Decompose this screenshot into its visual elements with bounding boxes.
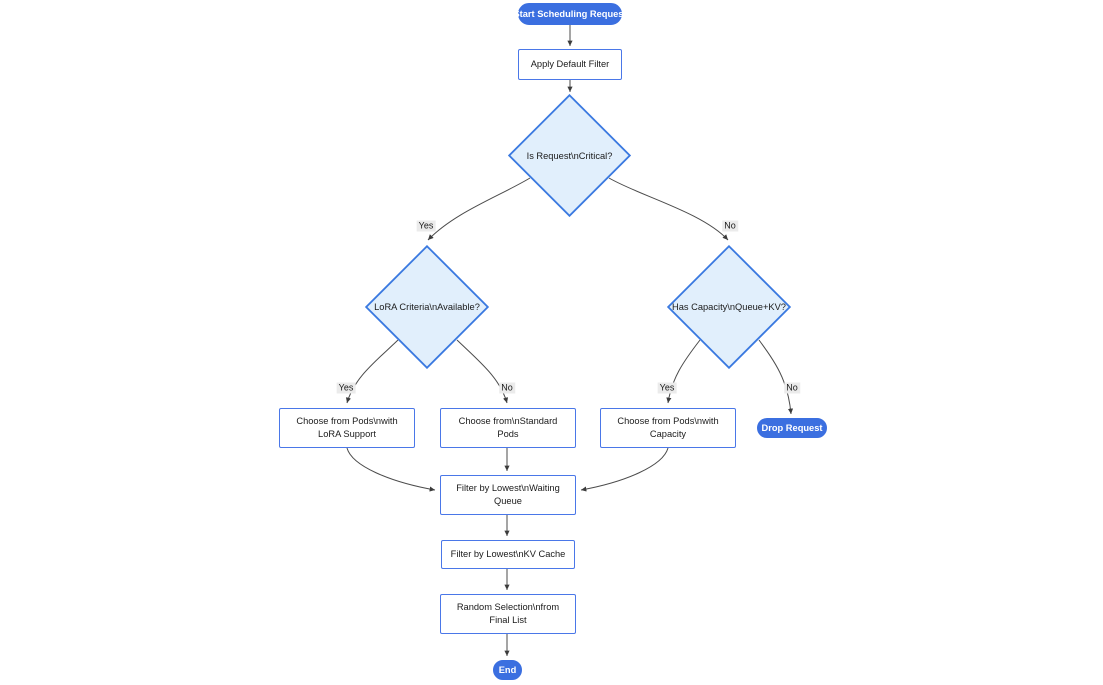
node-filter-lowest-waiting-queue-label: Filter by Lowest\nWaiting Queue bbox=[456, 482, 560, 508]
edge-podslora-filterqueue bbox=[346, 447, 436, 492]
edge-label-critical-no: No bbox=[722, 220, 738, 232]
edge-label-lora-yes: Yes bbox=[336, 382, 356, 394]
node-choose-standard-pods[interactable]: Choose from\nStandard Pods bbox=[440, 408, 576, 448]
node-end[interactable]: End bbox=[493, 660, 522, 680]
edge-label-critical-yes: Yes bbox=[416, 220, 436, 232]
node-has-capacity-queue-kv-label: Has Capacity\nQueue+KV? bbox=[672, 302, 786, 312]
label-line-2: LoRA Support bbox=[318, 429, 376, 439]
label-line-1: Random Selection\nfrom bbox=[456, 602, 560, 612]
node-start-label: Start Scheduling Request bbox=[513, 9, 627, 19]
diamond-shape bbox=[667, 245, 791, 369]
node-filter-lowest-waiting-queue[interactable]: Filter by Lowest\nWaiting Queue bbox=[440, 475, 576, 515]
node-choose-pods-with-lora-support-label: Choose from Pods\nwith LoRA Support bbox=[296, 415, 397, 441]
node-drop-request-label: Drop Request bbox=[761, 423, 823, 433]
node-lora-criteria-available-label: LoRA Criteria\nAvailable? bbox=[374, 302, 480, 312]
label-line-1: Choose from Pods\nwith bbox=[296, 416, 398, 426]
node-filter-lowest-kv-cache[interactable]: Filter by Lowest\nKV Cache bbox=[441, 540, 575, 569]
node-start[interactable]: Start Scheduling Request bbox=[513, 3, 627, 25]
diamond-shape bbox=[365, 245, 489, 369]
node-apply-default-filter-label: Apply Default Filter bbox=[530, 59, 610, 69]
node-drop-request[interactable]: Drop Request bbox=[757, 418, 827, 438]
node-random-selection-final-list-label: Random Selection\nfrom Final List bbox=[457, 601, 559, 627]
node-end-label: End bbox=[498, 665, 517, 675]
node-is-request-critical[interactable]: Is Request\nCritical? bbox=[508, 94, 631, 217]
node-apply-default-filter[interactable]: Apply Default Filter bbox=[518, 49, 622, 80]
node-choose-pods-with-capacity-label: Choose from Pods\nwith Capacity bbox=[617, 415, 718, 441]
node-choose-pods-with-capacity[interactable]: Choose from Pods\nwith Capacity bbox=[600, 408, 736, 448]
edge-label-capacity-yes: Yes bbox=[657, 382, 677, 394]
edge-podscap-filterqueue bbox=[580, 447, 669, 492]
node-choose-standard-pods-label: Choose from\nStandard Pods bbox=[459, 415, 558, 441]
label-line-2: Capacity bbox=[649, 429, 687, 439]
node-choose-pods-with-lora-support[interactable]: Choose from Pods\nwith LoRA Support bbox=[279, 408, 415, 448]
label-line-2: Pods bbox=[497, 429, 519, 439]
label-line-1: Choose from\nStandard bbox=[458, 416, 558, 426]
diamond-shape bbox=[508, 94, 631, 217]
edge-label-capacity-no: No bbox=[784, 382, 800, 394]
node-is-request-critical-label: Is Request\nCritical? bbox=[526, 150, 613, 161]
node-has-capacity-queue-kv[interactable]: Has Capacity\nQueue+KV? bbox=[667, 245, 791, 369]
node-filter-lowest-kv-cache-label: Filter by Lowest\nKV Cache bbox=[450, 549, 566, 559]
edge-label-lora-no: No bbox=[499, 382, 515, 394]
label-line-2: Queue bbox=[494, 496, 522, 506]
label-line-1: Filter by Lowest\nWaiting bbox=[456, 483, 560, 493]
label-line-2: Final List bbox=[489, 615, 527, 625]
label-line-1: Choose from Pods\nwith bbox=[617, 416, 719, 426]
node-random-selection-final-list[interactable]: Random Selection\nfrom Final List bbox=[440, 594, 576, 634]
node-lora-criteria-available[interactable]: LoRA Criteria\nAvailable? bbox=[365, 245, 489, 369]
